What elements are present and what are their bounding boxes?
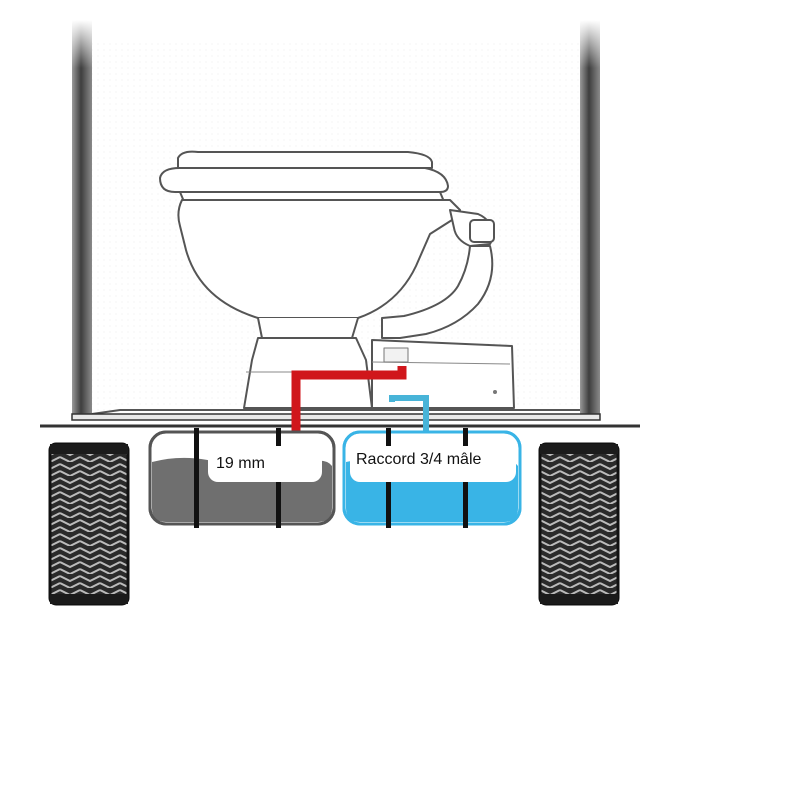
toilet-bowl [177, 199, 461, 319]
waste-pipe [291, 366, 407, 450]
toilet-seat [159, 167, 449, 193]
right-wall [580, 20, 600, 420]
waste-label-bg [208, 446, 322, 482]
water-fitting-label: Raccord 3/4 mâle [356, 451, 481, 468]
grey-water-tank [148, 428, 336, 528]
right-wheel [538, 442, 620, 606]
fitting-label-bg [350, 446, 516, 482]
toilet-lid [177, 150, 433, 169]
left-wheel [48, 442, 130, 606]
waste-pipe-label: 19 mm [216, 455, 265, 472]
toilet [159, 150, 515, 409]
water-pipe [389, 395, 429, 446]
fresh-water-tank [342, 428, 522, 528]
floor [40, 409, 640, 428]
left-wall [72, 20, 92, 420]
discharge-elbow [381, 245, 494, 339]
